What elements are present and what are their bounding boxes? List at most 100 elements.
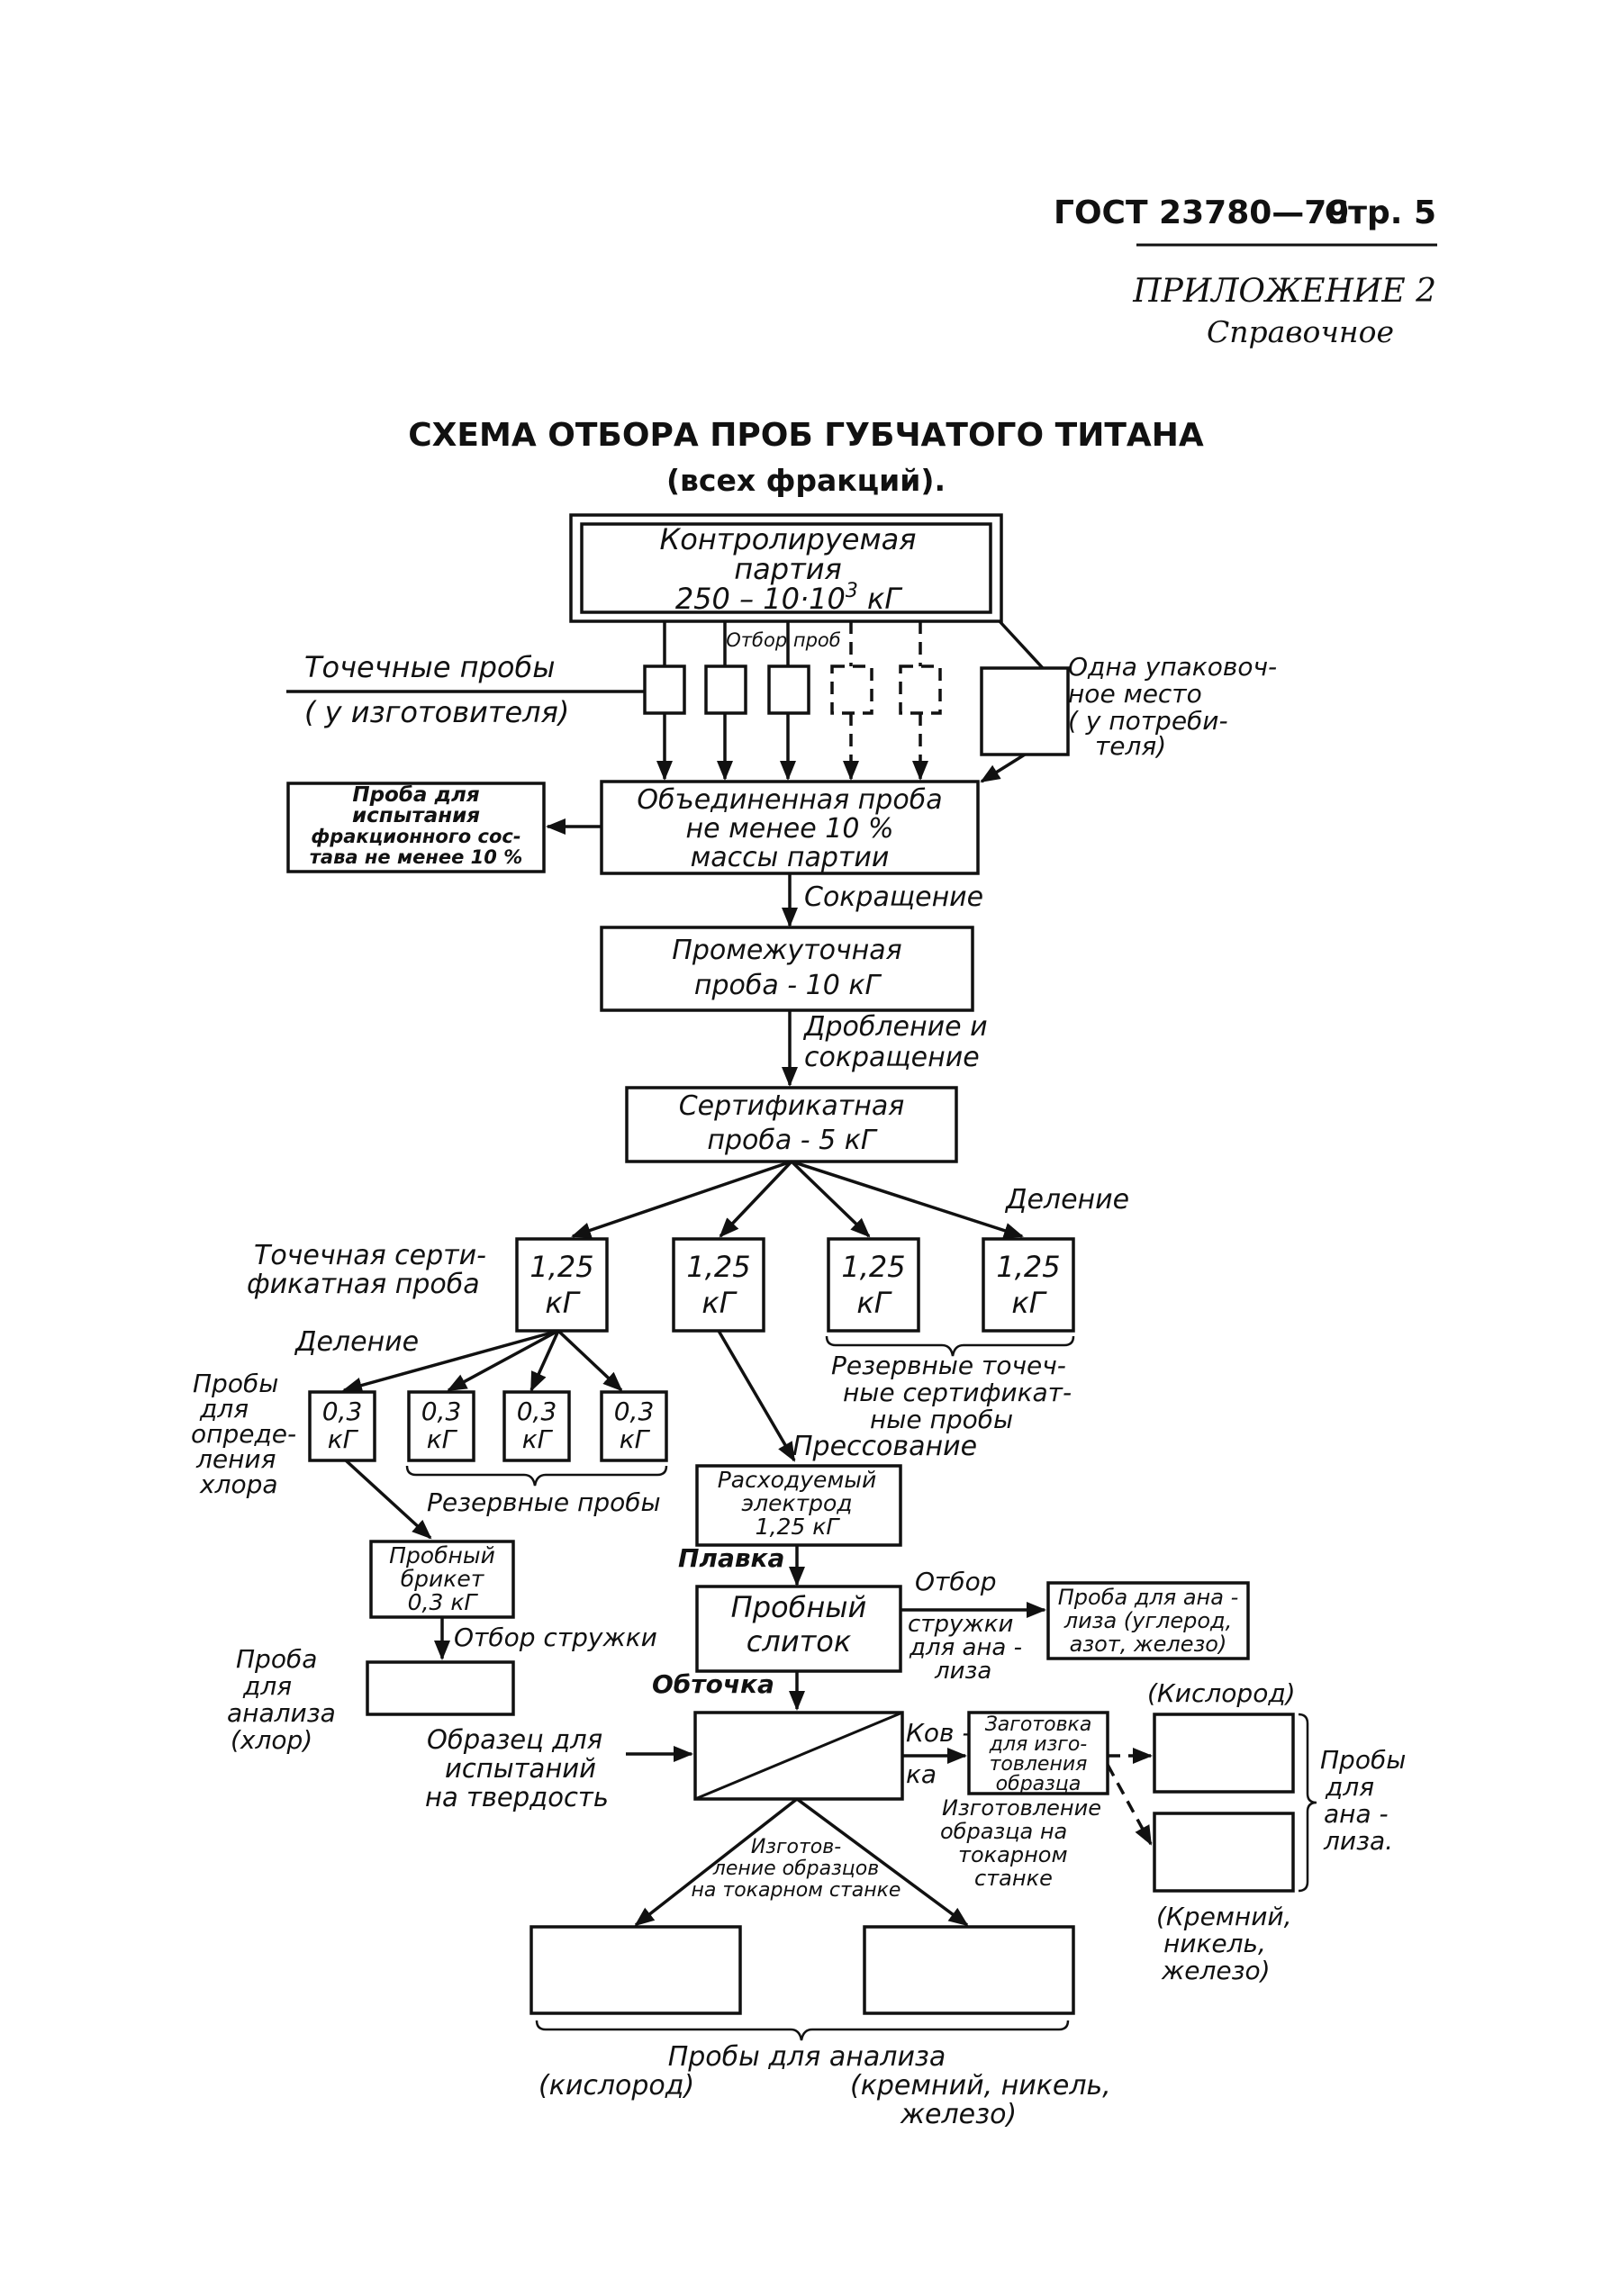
analysis-r-l2: для xyxy=(1325,1772,1374,1802)
small-parts: 0,3 кГ 0,3 кГ 0,3 кГ 0,3 кГ xyxy=(308,1390,668,1462)
fraction-l2: испытания xyxy=(352,804,480,827)
electrode-l3: 1,25 кГ xyxy=(756,1514,841,1540)
cert-part-2: 1,25 кГ xyxy=(672,1237,765,1333)
package-box xyxy=(980,666,1070,756)
appendix-type: Справочное xyxy=(1207,314,1394,349)
blank-box: Заготовка для изго- товления образца xyxy=(967,1711,1109,1795)
chlorine-l1: Проба xyxy=(236,1644,317,1674)
sinife-bottom-sample xyxy=(863,1925,1075,2015)
chlorine-l3: анализа xyxy=(227,1698,336,1728)
lot-line1: Контролируемая xyxy=(660,522,917,556)
sinife-bottom-l1: (кремний, никель, xyxy=(850,2070,1111,2102)
chlorine-l4: (хлор) xyxy=(231,1725,312,1755)
cert-part-unit: кГ xyxy=(856,1286,891,1320)
small-part-value: 0,3 xyxy=(322,1397,363,1426)
lathe-prep-l3: токарном xyxy=(958,1842,1068,1867)
chlorine-det-l3: опреде- xyxy=(191,1419,296,1449)
division2-arrows xyxy=(342,1329,623,1394)
lathe-prep-l1: Изготовление xyxy=(942,1795,1101,1821)
chlorine-sample-hatched xyxy=(366,1660,515,1716)
to-sinife-bottom-arrow xyxy=(795,1797,969,1927)
small-part-4: 0,3 кГ xyxy=(600,1390,668,1462)
electrode-l1: Расходуемый xyxy=(718,1467,877,1493)
cert-part-unit: кГ xyxy=(545,1286,580,1320)
sinife-right-sample xyxy=(1153,1812,1295,1893)
increments-label: Отбор проб xyxy=(726,629,840,651)
blank-l3: товления xyxy=(990,1753,1088,1776)
reserve-cert-l2: ные сертификат- xyxy=(843,1378,1072,1407)
sinife-bottom-l2: железо) xyxy=(900,2099,1017,2130)
blank-l1: Заготовка xyxy=(985,1713,1092,1736)
intermediate-sample-box: Промежуточная проба - 10 кГ xyxy=(600,926,974,1012)
chlorine-det-l2: для xyxy=(199,1394,249,1424)
analysis-r-l4: лиза. xyxy=(1323,1826,1393,1856)
lathe-prep-l4: станке xyxy=(974,1866,1053,1891)
lot-line3: 250 – 10·103 кГ xyxy=(675,580,903,616)
chlorine-l2: для xyxy=(242,1671,292,1701)
fraction-l4: тава не менее 10 % xyxy=(310,846,522,868)
reserve-cert-l1: Резервные точеч- xyxy=(831,1351,1066,1380)
small-part-1: 0,3 кГ xyxy=(308,1390,376,1462)
crushing-l1: Дробление и xyxy=(802,1011,988,1043)
increment-arrows xyxy=(656,713,1026,783)
small-part-unit: кГ xyxy=(328,1424,359,1454)
briquette-l3: 0,3 кГ xyxy=(408,1589,479,1615)
increment-lines xyxy=(663,619,1045,670)
to-briquette-arrow xyxy=(344,1459,432,1540)
reserve-brace xyxy=(405,1465,668,1487)
certificate-l1: Сертификатная xyxy=(679,1090,905,1122)
briquette-l2: брикет xyxy=(401,1566,485,1592)
point-samples-label: Точечные пробы xyxy=(304,650,555,684)
analysis-r-l3: ана - xyxy=(1324,1799,1389,1829)
cert-part-value: 1,25 xyxy=(841,1250,905,1284)
combined-l2: не менее 10 % xyxy=(686,813,894,845)
pressing-label: Прессование xyxy=(792,1431,977,1462)
chlorine-det-l5: хлора xyxy=(199,1469,278,1499)
chips-sel-l4: лиза xyxy=(934,1658,991,1685)
small-part-unit: кГ xyxy=(620,1424,651,1454)
briquette-box: Пробный брикет 0,3 кГ xyxy=(369,1540,515,1619)
lot-box: Контролируемая партия 250 – 10·103 кГ xyxy=(569,513,1003,623)
melting-label: Плавка xyxy=(678,1543,784,1573)
small-part-unit: кГ xyxy=(427,1424,458,1454)
cert-part-3: 1,25 кГ xyxy=(827,1237,920,1333)
blank-l4: образца xyxy=(996,1773,1082,1795)
one-package-l4: теля) xyxy=(1095,731,1166,761)
increment-box-optional xyxy=(830,664,873,715)
turning-label: Обточка xyxy=(652,1669,774,1699)
analysis-r-l1: Пробы xyxy=(1320,1745,1406,1775)
diagram-subtitle: (всех фракций). xyxy=(666,463,946,498)
ingot-l1: Пробный xyxy=(731,1590,867,1624)
chlorine-det-l1: Пробы xyxy=(193,1369,278,1398)
intermediate-l1: Промежуточная xyxy=(672,935,901,966)
chips-sel-l3: для ана - xyxy=(909,1634,1022,1661)
intermediate-l2: проба - 10 кГ xyxy=(694,970,882,1001)
increment-boxes xyxy=(643,664,1070,756)
combined-l3: массы партии xyxy=(691,842,890,873)
cno-sample-box: Проба для ана - лиза (углерод, азот, жел… xyxy=(1046,1581,1250,1660)
machined-ingot xyxy=(693,1711,904,1801)
small-part-3: 0,3 кГ xyxy=(502,1390,571,1462)
one-package-l3: ( у потреби- xyxy=(1068,706,1228,736)
division-arrows xyxy=(571,1160,1024,1239)
increment-box-optional xyxy=(899,664,942,715)
electrode-box: Расходуемый электрод 1,25 кГ xyxy=(695,1464,902,1547)
electrode-l2: электрод xyxy=(741,1490,852,1516)
small-part-value: 0,3 xyxy=(421,1397,462,1426)
oxygen-bottom-label: (кислород) xyxy=(538,2070,694,2102)
reduction-label: Сокращение xyxy=(804,881,983,913)
lathe-center-l2: ление образцов xyxy=(712,1858,879,1880)
ingot-l2: слиток xyxy=(747,1624,852,1659)
hardness-l1: Образец для xyxy=(427,1724,602,1755)
reserve-samples-label: Резервные пробы xyxy=(427,1487,661,1517)
certificate-l2: проба - 5 кГ xyxy=(707,1125,878,1156)
right-brace xyxy=(1298,1713,1317,1893)
cert-part-4: 1,25 кГ xyxy=(982,1237,1075,1333)
to-sinife-arrow xyxy=(1106,1764,1153,1846)
chips-sel-l2: стружки xyxy=(908,1611,1013,1638)
standard-number: ГОСТ 23780—79 xyxy=(1054,194,1349,231)
cert-part-value: 1,25 xyxy=(529,1250,593,1284)
cno-l3: азот, железо) xyxy=(1070,1632,1227,1657)
diagram-title: СХЕМА ОТБОРА ПРОБ ГУБЧАТОГО ТИТАНА xyxy=(408,417,1204,454)
fraction-l1: Проба для xyxy=(352,783,480,807)
